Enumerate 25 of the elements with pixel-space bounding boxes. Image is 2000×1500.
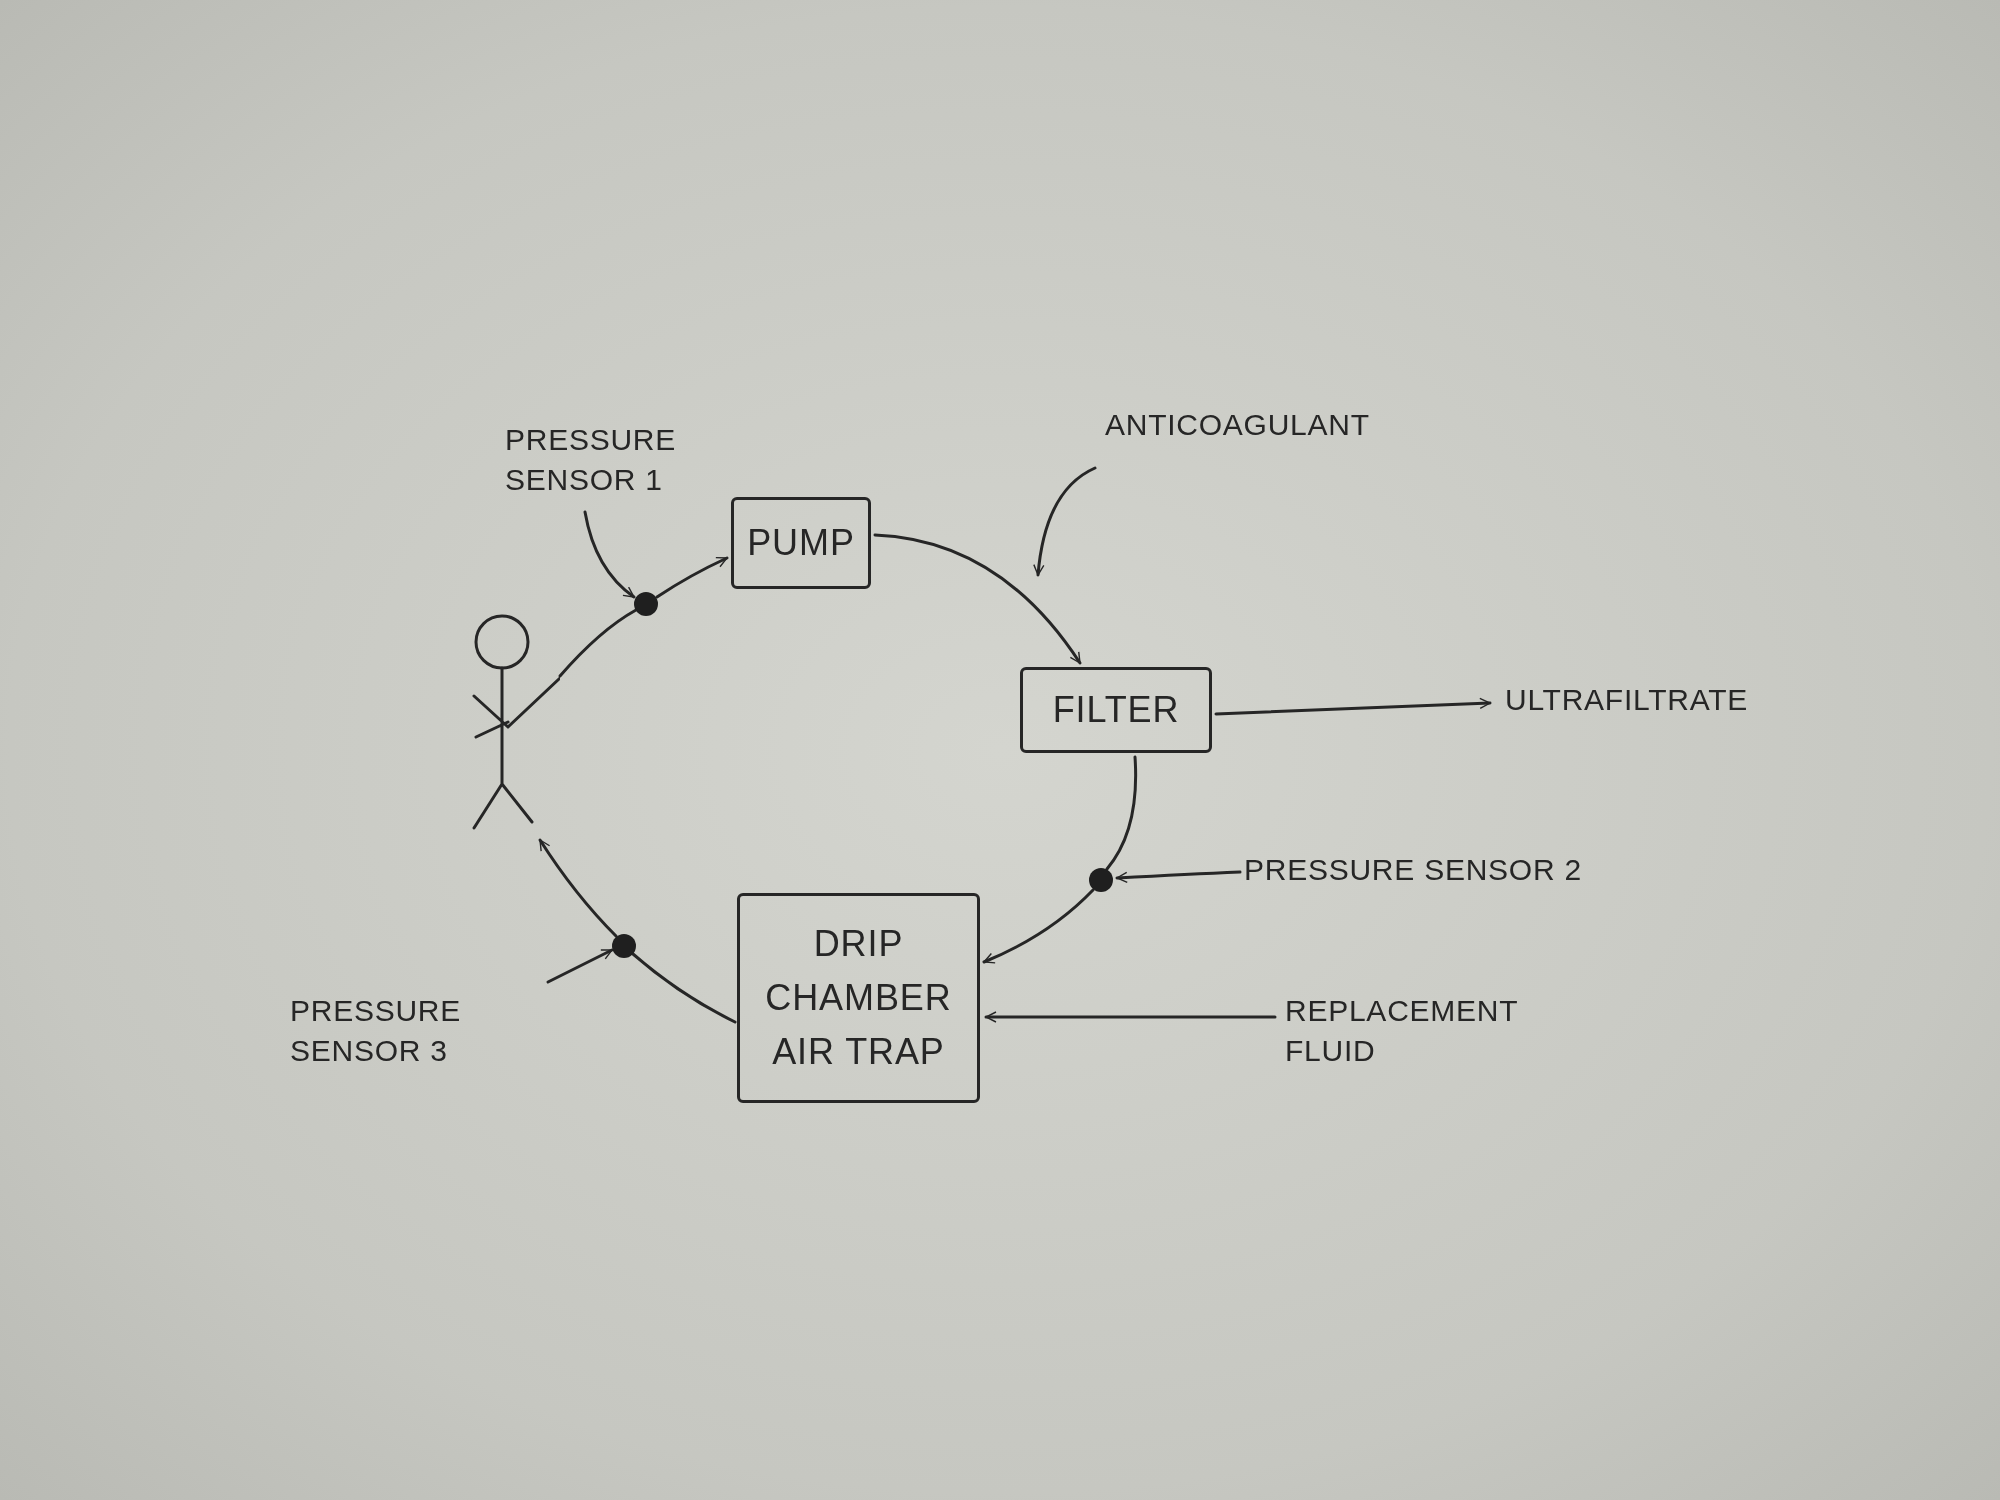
annotation-text: PRESSURE SENSOR 3 <box>290 992 463 1069</box>
pointer-arrow <box>1115 870 1242 884</box>
component-box <box>731 497 871 589</box>
flow-line <box>631 952 737 1024</box>
flow-arrow <box>982 888 1095 964</box>
component-label: DRIP CHAMBER AIR TRAP <box>764 922 953 1074</box>
flow-arrow <box>873 533 1082 665</box>
pointer-arrow <box>546 948 614 984</box>
component-label: PUMP <box>747 521 855 565</box>
component-box <box>1020 667 1212 753</box>
pointer-arrow <box>1033 466 1097 577</box>
pointer-arrow <box>583 510 636 599</box>
pointer-arrow <box>984 1011 1277 1023</box>
component-box <box>737 893 980 1103</box>
flow-arrow <box>1214 697 1492 716</box>
annotation-text: REPLACEMENT FLUID <box>1285 992 1519 1069</box>
annotation-text: ULTRAFILTRATE <box>1505 681 1750 718</box>
annotation-text: PRESSURE SENSOR 1 <box>505 421 678 498</box>
component-label: FILTER <box>1052 688 1180 732</box>
flow-line <box>1105 755 1138 871</box>
annotation-text: ANTICOAGULANT <box>1105 406 1371 443</box>
annotation-text: PRESSURE SENSOR 2 <box>1244 851 1583 888</box>
flow-arrow <box>538 838 618 938</box>
flow-arrow <box>655 556 729 599</box>
flow-line <box>558 608 638 678</box>
